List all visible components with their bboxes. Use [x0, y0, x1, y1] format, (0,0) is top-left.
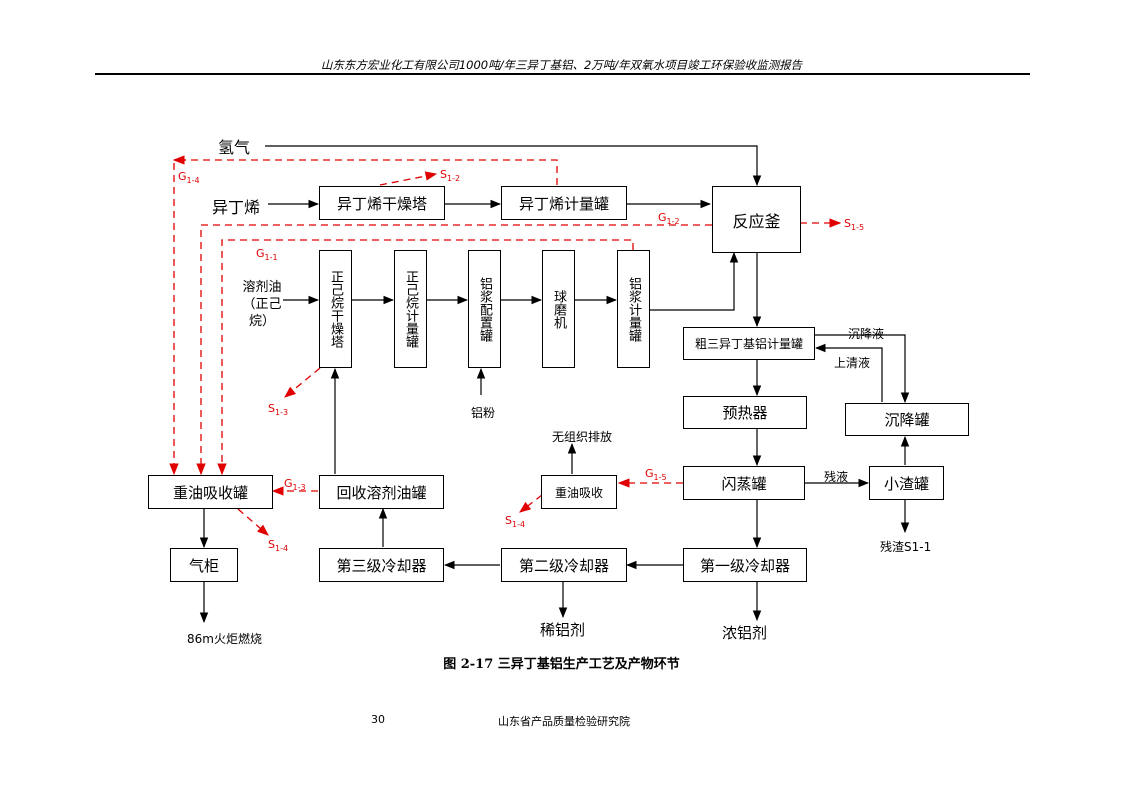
pollutant-g11: G1-1	[256, 247, 278, 263]
isobutene-meter-tank: 异丁烯计量罐	[501, 186, 627, 220]
reactor: 反应釜	[712, 186, 801, 253]
preheater: 预热器	[683, 396, 807, 429]
label-residue-liquid: 残液	[824, 470, 849, 484]
label-settling-liquid: 沉降液	[848, 327, 885, 341]
footer-institution: 山东省产品质量检验研究院	[498, 715, 630, 728]
gas-holder: 气柜	[170, 548, 238, 582]
heavy-oil-absorption-tank: 重油吸收罐	[148, 475, 273, 509]
label-flare: 86m火炬燃烧	[187, 632, 262, 646]
recovered-solvent-tank: 回收溶剂油罐	[319, 475, 444, 509]
cooler-1: 第一级冷却器	[683, 548, 807, 582]
input-isobutene: 异丁烯	[212, 198, 261, 217]
ball-mill: 球磨机	[542, 250, 575, 368]
settling-tank: 沉降罐	[845, 403, 969, 436]
pollutant-g13: G1-3	[284, 477, 306, 493]
input-solvent-oil: 溶剂油（正己烷）	[242, 280, 282, 329]
label-residue-s11: 残渣S1-1	[880, 540, 932, 554]
heavy-oil-absorption: 重油吸收	[541, 475, 617, 509]
cooler-2: 第二级冷却器	[501, 548, 627, 582]
report-header: 山东东方宏业化工有限公司1000吨/年三异丁基铝、2万吨/年双氧水项目竣工环保验…	[320, 58, 803, 72]
label-unorganized-emission: 无组织排放	[552, 430, 613, 444]
input-hydrogen: 氢气	[218, 138, 251, 157]
pollutant-s15: S1-5	[844, 217, 865, 233]
page-number: 30	[371, 713, 385, 726]
pollutant-s12: S1-2	[440, 168, 461, 184]
cooler-3: 第三级冷却器	[319, 548, 444, 582]
pollutant-s14-left: S1-4	[268, 538, 289, 554]
pollutant-g14-top: G1-4	[178, 170, 200, 186]
pollutant-s13: S1-3	[268, 402, 289, 418]
header-rule	[95, 73, 1030, 75]
input-aluminum-powder: 铝粉	[471, 406, 496, 420]
hexane-meter-tank: 正己烷计量罐	[394, 250, 427, 368]
label-dilute-al: 稀铝剂	[540, 621, 586, 639]
isobutene-dryer: 异丁烯干燥塔	[319, 186, 445, 220]
pollutant-g12: G1-2	[658, 211, 680, 227]
al-slurry-prep-tank: 铝浆配置罐	[468, 250, 501, 368]
al-slurry-meter-tank: 铝浆计量罐	[617, 250, 650, 368]
flash-tank: 闪蒸罐	[683, 466, 805, 500]
pollutant-g15: G1-5	[645, 467, 667, 483]
residue-tank: 小渣罐	[869, 466, 944, 500]
figure-caption: 图 2-17 三异丁基铝生产工艺及产物环节	[443, 657, 680, 672]
crude-tiba-meter-tank: 粗三异丁基铝计量罐	[683, 327, 815, 360]
label-concentrated-al: 浓铝剂	[722, 624, 768, 642]
hexane-dryer: 正己烷干燥塔	[319, 250, 352, 368]
pollutant-s14-right: S1-4	[505, 514, 526, 530]
label-supernatant: 上清液	[834, 356, 871, 370]
